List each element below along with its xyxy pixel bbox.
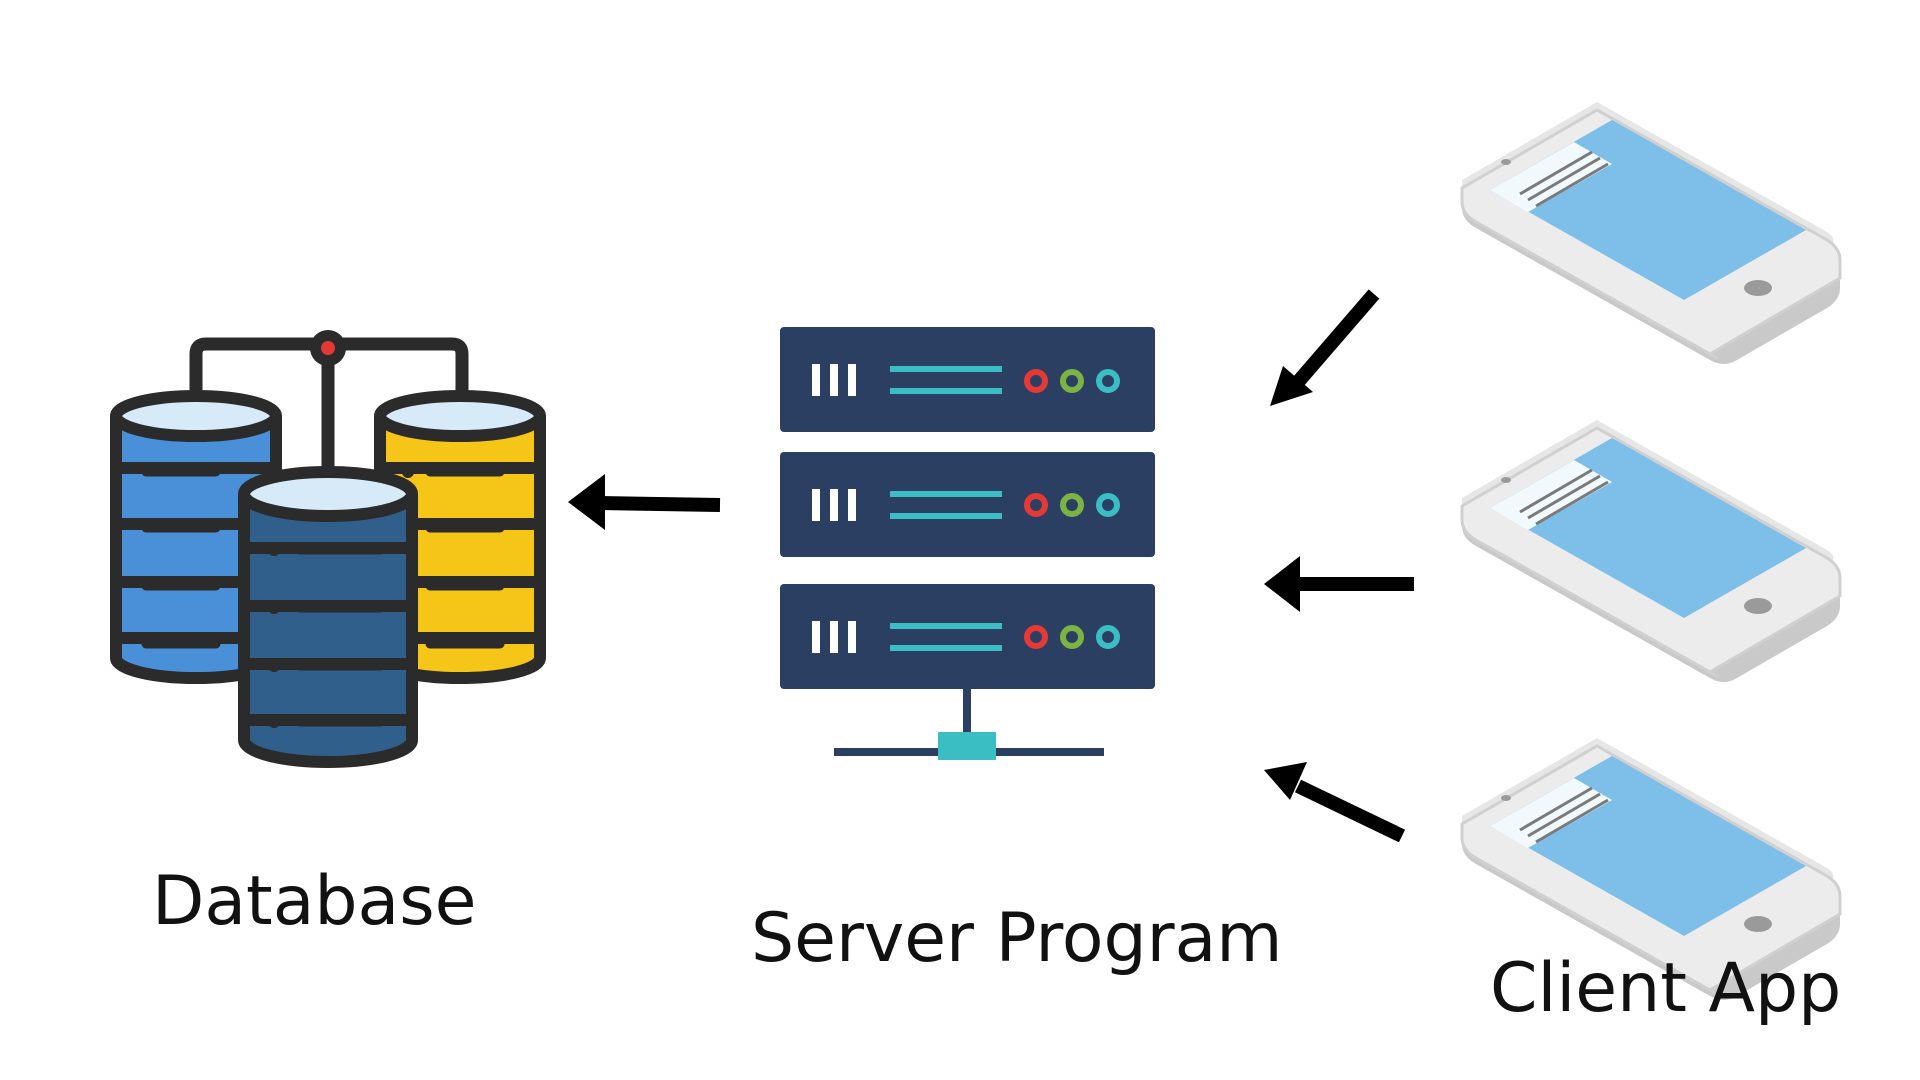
arrow-icon [1270, 289, 1380, 406]
server-unit [780, 584, 1155, 689]
server-unit [780, 327, 1155, 432]
arrow-icon [1264, 762, 1406, 843]
arrow-icon [568, 474, 721, 530]
arrow-icon [1264, 556, 1414, 612]
server-icon [780, 327, 1155, 760]
smartphone-icon [1460, 418, 1842, 684]
database-label: Database [152, 862, 477, 941]
client-app-label: Client App [1490, 949, 1842, 1028]
server-program-label: Server Program [751, 899, 1283, 978]
database-icon [110, 330, 546, 768]
smartphone-icon [1460, 100, 1842, 366]
server-network-stand [834, 689, 1104, 760]
server-unit [780, 452, 1155, 557]
